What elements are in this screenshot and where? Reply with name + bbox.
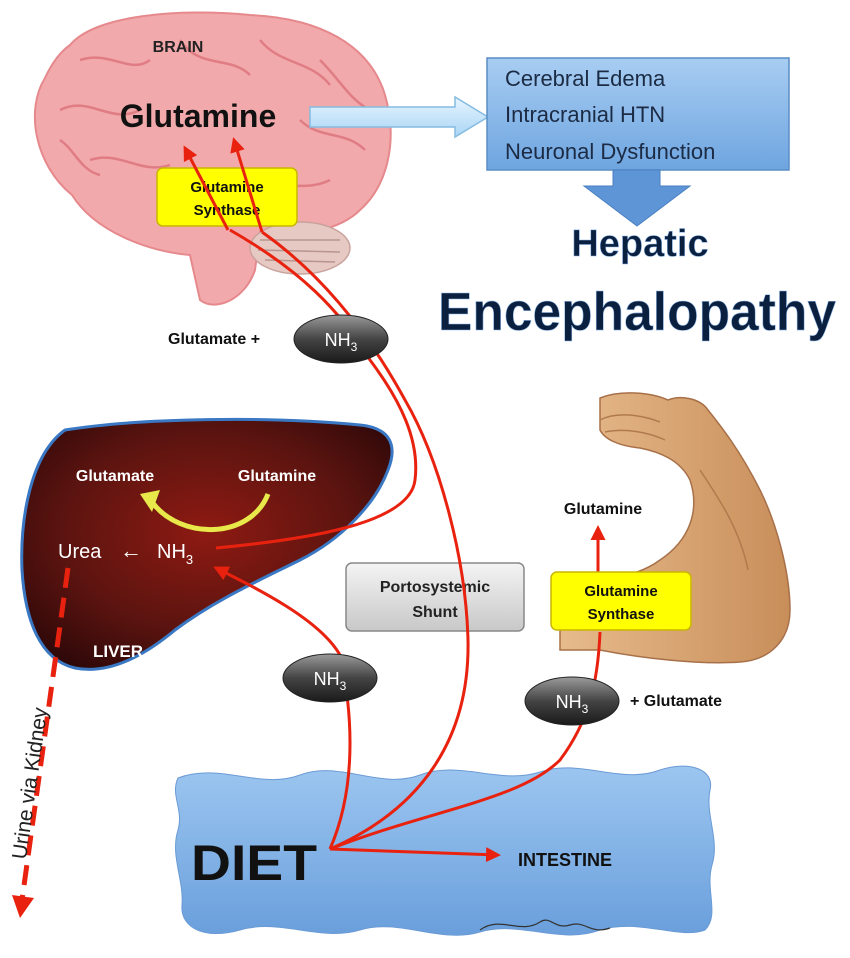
liver-illustration xyxy=(20,417,394,671)
intestine-label: INTESTINE xyxy=(518,850,612,870)
svg-text:NH3: NH3 xyxy=(325,330,358,354)
outcome-title-line2: Encephalopathy xyxy=(438,282,836,342)
brain-glutamate-label: Glutamate + xyxy=(168,331,260,348)
nh3-oval-liver: NH3 xyxy=(282,653,378,703)
kidney-label: Urine via Kidney xyxy=(8,706,52,861)
kidney-arrowhead xyxy=(12,895,34,918)
liver-urea-label: Urea xyxy=(58,541,102,563)
liver-nh3: NH3 xyxy=(157,541,193,567)
kidney-dashed-arrow xyxy=(19,567,71,901)
liver-glutamate-label: Glutamate xyxy=(76,468,154,485)
effects-line-neuronal: Neuronal Dysfunction xyxy=(505,139,715,164)
shunt-box xyxy=(345,562,525,632)
brain-arrow-right xyxy=(230,137,264,233)
muscle-enzyme-line2: Synthase xyxy=(588,606,655,623)
diet-to-intestine-arrow xyxy=(329,847,501,863)
outcome-title-line1: Hepatic xyxy=(571,223,708,265)
liver-cycle-arrow xyxy=(149,492,271,533)
nh3-oval-muscle: NH3 xyxy=(524,676,620,726)
shunt-line1: Portosystemic xyxy=(380,579,490,596)
brain-enzyme-line2: Synthase xyxy=(194,202,261,219)
liver-label: LIVER xyxy=(93,642,143,661)
liver-cycle-arrowhead xyxy=(140,490,160,512)
muscle-glutamate-label: + Glutamate xyxy=(630,693,722,710)
nh3-oval-brain: NH3 xyxy=(293,314,389,364)
muscle-glutamine-label: Glutamine xyxy=(564,501,642,518)
brain-arrow-left xyxy=(183,145,230,231)
svg-text:NH3: NH3 xyxy=(556,692,589,716)
effects-pipe-arrow xyxy=(309,95,490,139)
liver-urea-arrow: ← xyxy=(120,538,142,563)
shunt-line2: Shunt xyxy=(412,604,458,621)
svg-text:NH3: NH3 xyxy=(314,669,347,693)
liver-glutamine-label: Glutamine xyxy=(238,468,316,485)
brain-illustration xyxy=(33,11,392,306)
brain-glutamine-label: Glutamine xyxy=(120,98,276,134)
muscle-enzyme-line1: Glutamine xyxy=(584,583,657,600)
intestine-illustration xyxy=(174,765,715,936)
effects-line-edema: Cerebral Edema xyxy=(505,66,666,91)
effects-down-arrow xyxy=(582,169,692,227)
liver-to-brain-line xyxy=(215,228,418,550)
muscle-enzyme-box xyxy=(550,571,692,631)
artist-signature xyxy=(479,919,611,931)
effects-line-htn: Intracranial HTN xyxy=(505,102,665,127)
brain-label: BRAIN xyxy=(153,39,204,56)
diet-label: DIET xyxy=(191,835,317,891)
